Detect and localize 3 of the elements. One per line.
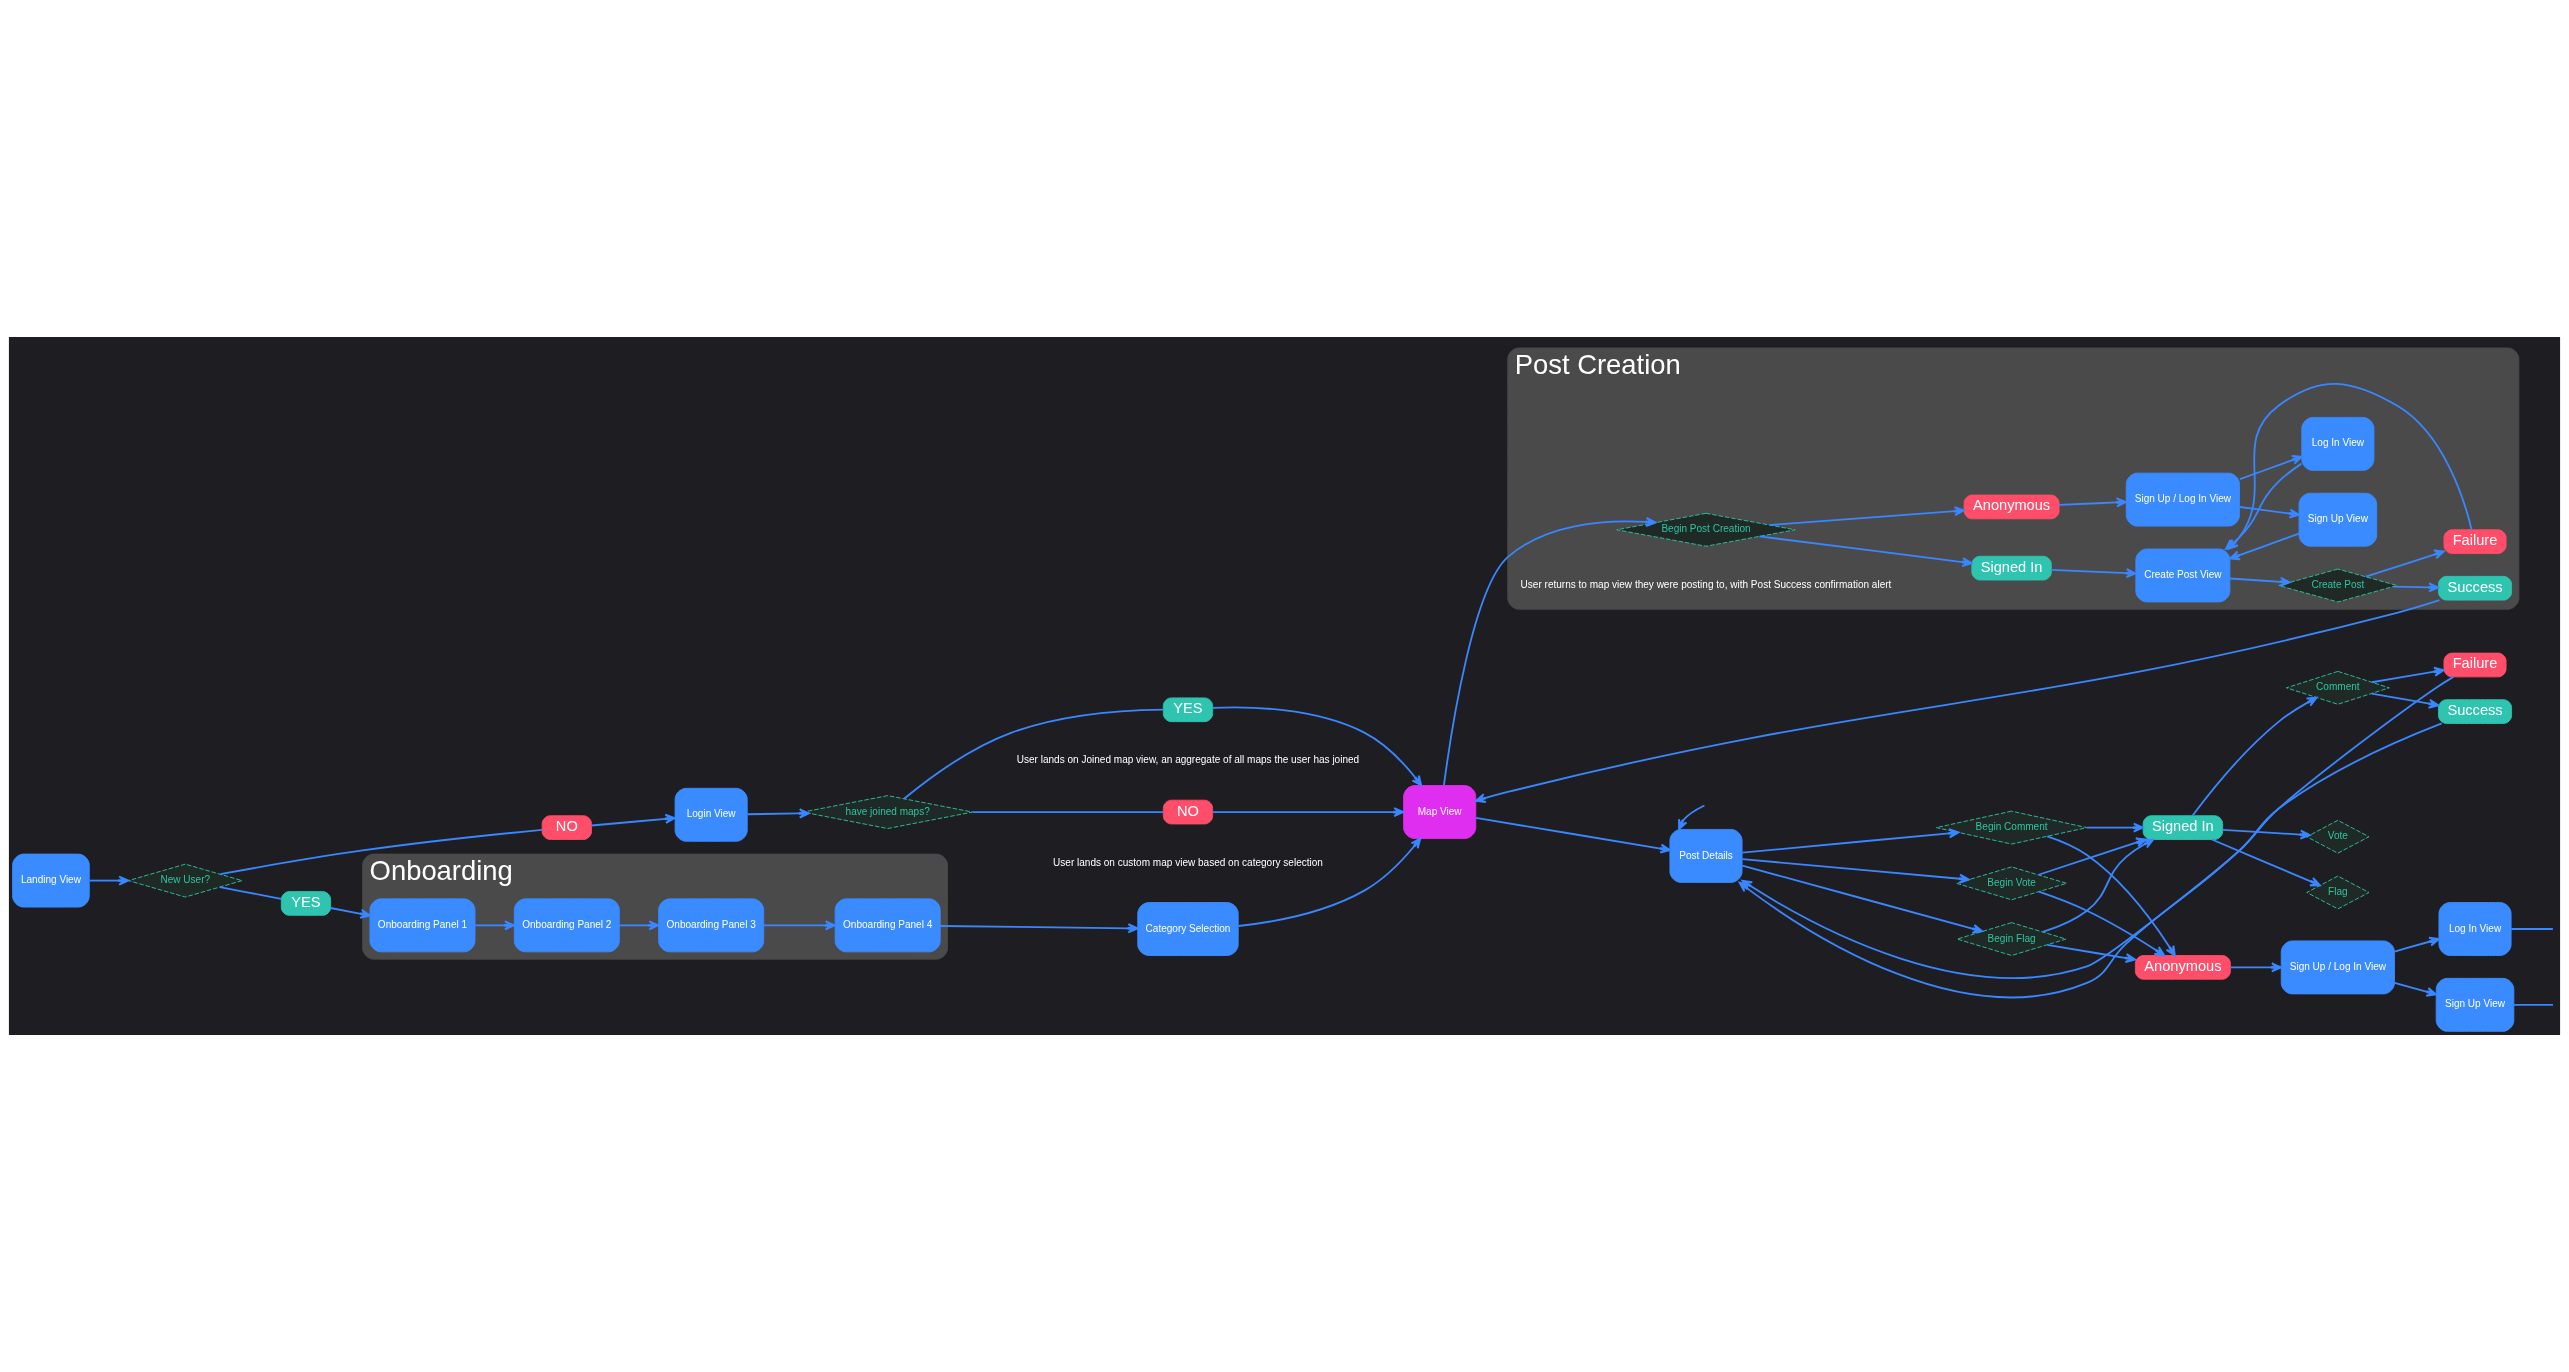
node-label: User lands on custom map view based on category selection <box>1053 856 1323 868</box>
node-label: User lands on Joined map view, an aggregate of all maps the user has joined <box>1016 754 1360 766</box>
label: User returns to map view they were posting to, with Post Success confirmation alert <box>1520 579 1892 591</box>
